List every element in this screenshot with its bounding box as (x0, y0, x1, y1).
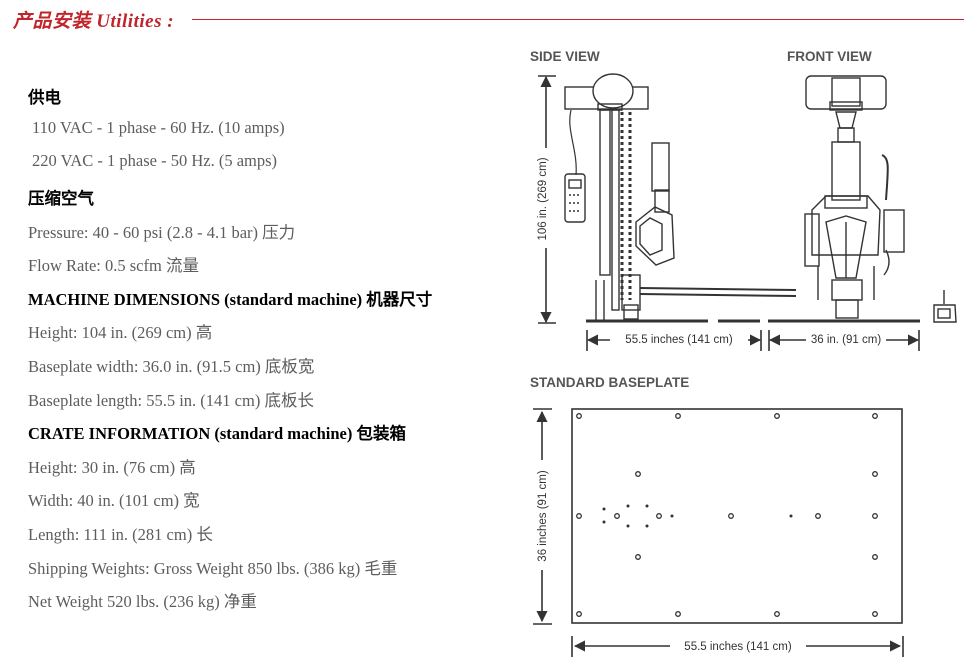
baseplate-small-holes (602, 504, 793, 528)
baseplate-length-dimension: 55.5 inches (141 cm) (684, 641, 792, 653)
air-flow-rate: Flow Rate: 0.5 scfm 流量 (28, 256, 199, 275)
crate-information-heading: CRATE INFORMATION (standard machine) 包装箱 (28, 424, 406, 443)
front-view-drawing (768, 75, 957, 351)
standard-baseplate-label: STANDARD BASEPLATE (530, 375, 689, 390)
baseplate-length: Baseplate length: 55.5 in. (141 cm) 底板长 (28, 391, 314, 410)
front-width-dim-mask (806, 331, 886, 347)
machine-dimensions-heading: MACHINE DIMENSIONS (standard machine) 机器… (28, 290, 433, 309)
baseplate-drawing (533, 408, 904, 657)
power-line-220v: 220 VAC - 1 phase - 50 Hz. (5 amps) (32, 151, 278, 170)
air-pressure: Pressure: 40 - 60 psi (2.8 - 4.1 bar) 压力 (28, 223, 296, 242)
shipping-gross-weight: Shipping Weights: Gross Weight 850 lbs. … (28, 559, 398, 578)
side-length-dim-mask (610, 331, 748, 347)
page-title: 产品安装 Utilities : (13, 11, 175, 32)
power-heading: 供电 (28, 88, 61, 107)
front-width-dimension: 36 in. (91 cm) (811, 334, 881, 346)
side-height-dimension: 106 in. (269 cm) (537, 157, 549, 240)
power-line-110v: 110 VAC - 1 phase - 60 Hz. (10 amps) (32, 118, 285, 137)
header-divider (192, 19, 964, 20)
side-length-dimension: 55.5 inches (141 cm) (625, 334, 733, 346)
crate-width: Width: 40 in. (101 cm) 宽 (28, 491, 200, 510)
utilities-specifications: 供电 110 VAC - 1 phase - 60 Hz. (10 amps) … (28, 88, 433, 611)
side-height-dim-mask (530, 148, 552, 248)
net-weight: Net Weight 520 lbs. (236 kg) 净重 (28, 592, 257, 611)
air-heading: 压缩空气 (28, 189, 94, 208)
baseplate-mounting-holes (576, 413, 878, 617)
baseplate-width-dimension: 36 inches (91 cm) (537, 470, 549, 562)
side-view-label: SIDE VIEW (530, 49, 600, 64)
baseplate-width: Baseplate width: 36.0 in. (91.5 cm) 底板宽 (28, 357, 315, 376)
crate-height: Height: 30 in. (76 cm) 高 (28, 458, 196, 477)
machine-height: Height: 104 in. (269 cm) 高 (28, 323, 213, 342)
crate-length: Length: 111 in. (281 cm) 长 (28, 525, 213, 544)
side-view-drawing (538, 73, 797, 351)
front-view-label: FRONT VIEW (787, 49, 872, 64)
baseplate-length-dim-mask (670, 638, 806, 654)
baseplate-width-dim-mask (532, 460, 552, 570)
